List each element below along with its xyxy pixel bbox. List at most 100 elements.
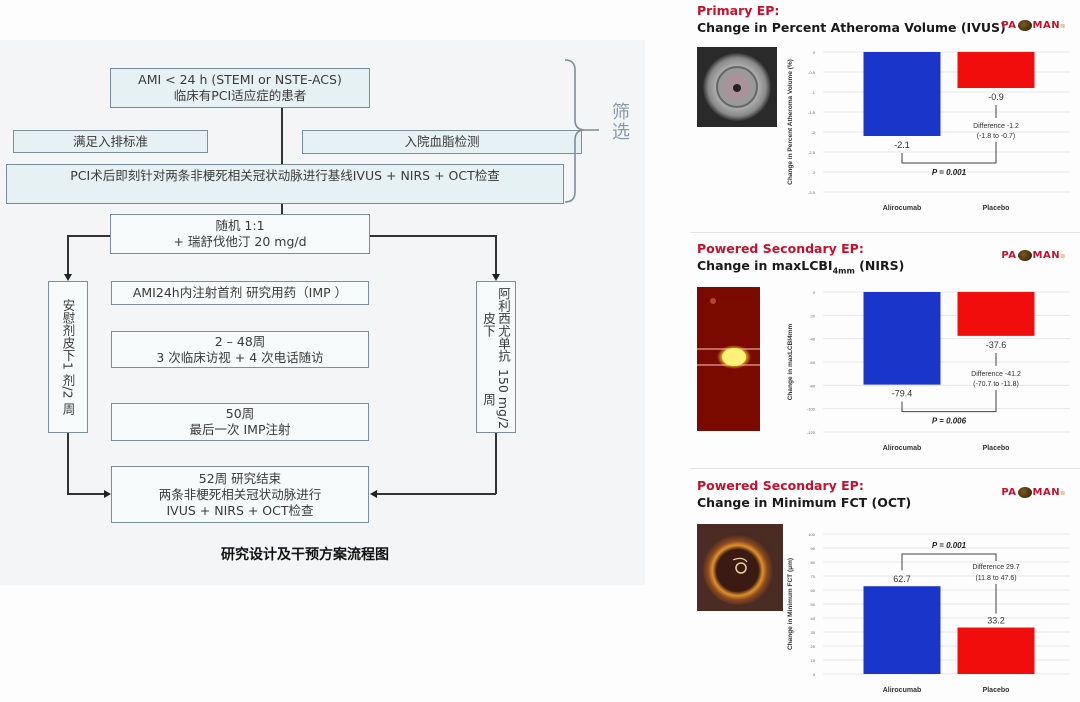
y-tick-label: -1.5 (808, 110, 816, 115)
p-value-label: P = 0.001 (932, 541, 967, 550)
placebo-arm-box: 安慰剂皮下 1 剂/2 周 (48, 281, 88, 433)
y-tick-label: -40 (809, 337, 816, 342)
flowchart-caption: 研究设计及干预方案流程图 (221, 547, 389, 563)
y-tick-label: 100 (808, 532, 815, 537)
lipid-test-text: 入院血脂检测 (404, 134, 480, 149)
connector-line (370, 235, 496, 237)
y-tick-label: 60 (811, 588, 816, 593)
arrow-right-icon (104, 490, 111, 498)
followup-line2: 3 次临床访视 + 4 次电话随访 (156, 349, 324, 365)
y-axis-label: Change in Minimum FCT (μm) (787, 558, 794, 650)
chart-title: Change in Percent Atheroma Volume (IVUS) (697, 20, 1006, 35)
chart-title-text: Change in maxLCBI (697, 258, 833, 273)
difference-ci: (11.8 to 47.6) (975, 575, 1016, 582)
y-tick-label: 0 (813, 50, 816, 55)
randomization-box: 随机 1:1 + 瑞舒伐他汀 20 mg/d (110, 214, 370, 254)
data-label: 62.7 (893, 574, 911, 584)
connector-line (281, 108, 283, 214)
y-tick-label: 0 (813, 290, 816, 295)
connector-line (67, 235, 110, 237)
connector-line (67, 433, 69, 494)
randomization-line2: + 瑞舒伐他汀 20 mg/d (173, 234, 307, 249)
difference-label: Difference -1.2 (973, 123, 1019, 130)
ep-label: Powered Secondary EP: (697, 478, 864, 493)
difference-ci: (-1.8 to -0.7) (977, 133, 1016, 140)
x-tick-label: Placebo (983, 205, 1010, 212)
panel-divider (690, 232, 1080, 233)
x-tick-label: Placebo (983, 687, 1010, 694)
x-tick-label: Alirocumab (883, 687, 922, 694)
ivus-image (697, 47, 777, 127)
p-value-bracket (901, 142, 997, 164)
ep-label: Powered Secondary EP: (697, 241, 864, 256)
screening-label: 筛选 (609, 102, 630, 142)
y-tick-label: 70 (811, 574, 816, 579)
alirocumab-arm-line2: 150 mg/2 周 (481, 369, 511, 430)
y-tick-label: -20 (809, 313, 816, 318)
placebo-arm-line1: 安慰剂皮下 (60, 299, 76, 362)
connector-line (495, 433, 497, 494)
y-tick-label: -1 (811, 90, 815, 95)
baseline-imaging-text: PCI术后即刻针对两条非梗死相关冠状动脉进行基线IVUS + NIRS + OC… (70, 168, 500, 183)
alirocumab-arm-line1: 阿利西尤单抗皮下 (481, 286, 511, 362)
arrow-down-icon (492, 274, 500, 281)
y-axis-label: Change in Percent Atheroma Volume (%) (787, 59, 794, 185)
y-tick-label: 30 (811, 630, 816, 635)
last-dose-line2: 最后一次 IMP注射 (189, 422, 291, 437)
y-tick-label: 20 (811, 644, 816, 649)
logo-text-left: PA (1001, 250, 1017, 261)
bar-placebo (957, 52, 1035, 88)
criteria-text: 满足入排标准 (72, 133, 148, 149)
y-axis-label: Change in maxLCBI4mm (787, 323, 794, 400)
y-tick-label: -120 (807, 430, 816, 435)
logo-suffix: ▪ (1060, 21, 1066, 30)
study-end-line2: 两条非梗死相关冠状动脉进行 (158, 486, 322, 502)
bar-alirocumab (863, 292, 941, 385)
data-label: -2.1 (894, 140, 910, 150)
bar-alirocumab (863, 52, 941, 136)
x-tick-label: Alirocumab (883, 445, 922, 452)
oct-image (697, 524, 783, 611)
arrow-down-icon (64, 274, 72, 281)
data-label: -79.4 (892, 389, 913, 399)
y-tick-label: 40 (811, 616, 816, 621)
bar-placebo (957, 292, 1035, 336)
criteria-box: 满足入排标准 (13, 130, 208, 153)
difference-label: Difference 29.7 (972, 564, 1019, 571)
chart-title-text: Change in Minimum FCT (OCT) (697, 495, 912, 510)
baseline-imaging-box: PCI术后即刻针对两条非梗死相关冠状动脉进行基线IVUS + NIRS + OC… (6, 164, 564, 204)
study-end-box: 52周 研究结束 两条非梗死相关冠状动脉进行 IVUS + NIRS + OCT… (111, 466, 369, 523)
last-dose-box: 50周 最后一次 IMP注射 (111, 403, 369, 441)
chart-panel-nirs: Powered Secondary EP: Change in maxLCBI4… (690, 238, 1080, 466)
data-label: -37.6 (986, 340, 1007, 350)
logo-suffix: ▪ (1060, 251, 1066, 260)
arrow-left-icon (370, 490, 377, 498)
connector-line (67, 235, 69, 275)
first-dose-text: AMI24h内注射首剂 研究用药（IMP ） (132, 285, 348, 300)
first-dose-box: AMI24h内注射首剂 研究用药（IMP ） (111, 281, 369, 305)
y-tick-label: -3 (811, 170, 815, 175)
p-value-bracket (901, 389, 997, 413)
ep-label: Primary EP: (697, 3, 780, 18)
randomization-line1: 随机 1:1 (215, 218, 265, 233)
study-end-line3: IVUS + NIRS + OCT检查 (166, 502, 314, 518)
connector-line (67, 493, 105, 495)
logo-text-left: PA (1001, 487, 1017, 498)
y-tick-label: -2 (811, 130, 815, 135)
oct-bar-chart: Change in Minimum FCT (μm)01020304050607… (787, 532, 1070, 694)
lipid-test-box: 入院血脂检测 (302, 130, 582, 154)
difference-ci: (-70.7 to -11.8) (973, 381, 1019, 388)
p-value-label: P = 0.001 (932, 168, 967, 177)
x-tick-label: Alirocumab (883, 205, 922, 212)
data-label: 33.2 (987, 616, 1005, 626)
data-label: -0.9 (988, 92, 1004, 102)
y-tick-label: -2.5 (808, 150, 816, 155)
nirs-image (697, 287, 760, 431)
y-tick-label: 0 (813, 672, 816, 677)
p-value-label: P = 0.006 (932, 417, 967, 426)
bar-placebo (957, 627, 1035, 674)
logo-ball-icon (1017, 20, 1032, 31)
logo-text-right: MAN (1032, 20, 1061, 31)
